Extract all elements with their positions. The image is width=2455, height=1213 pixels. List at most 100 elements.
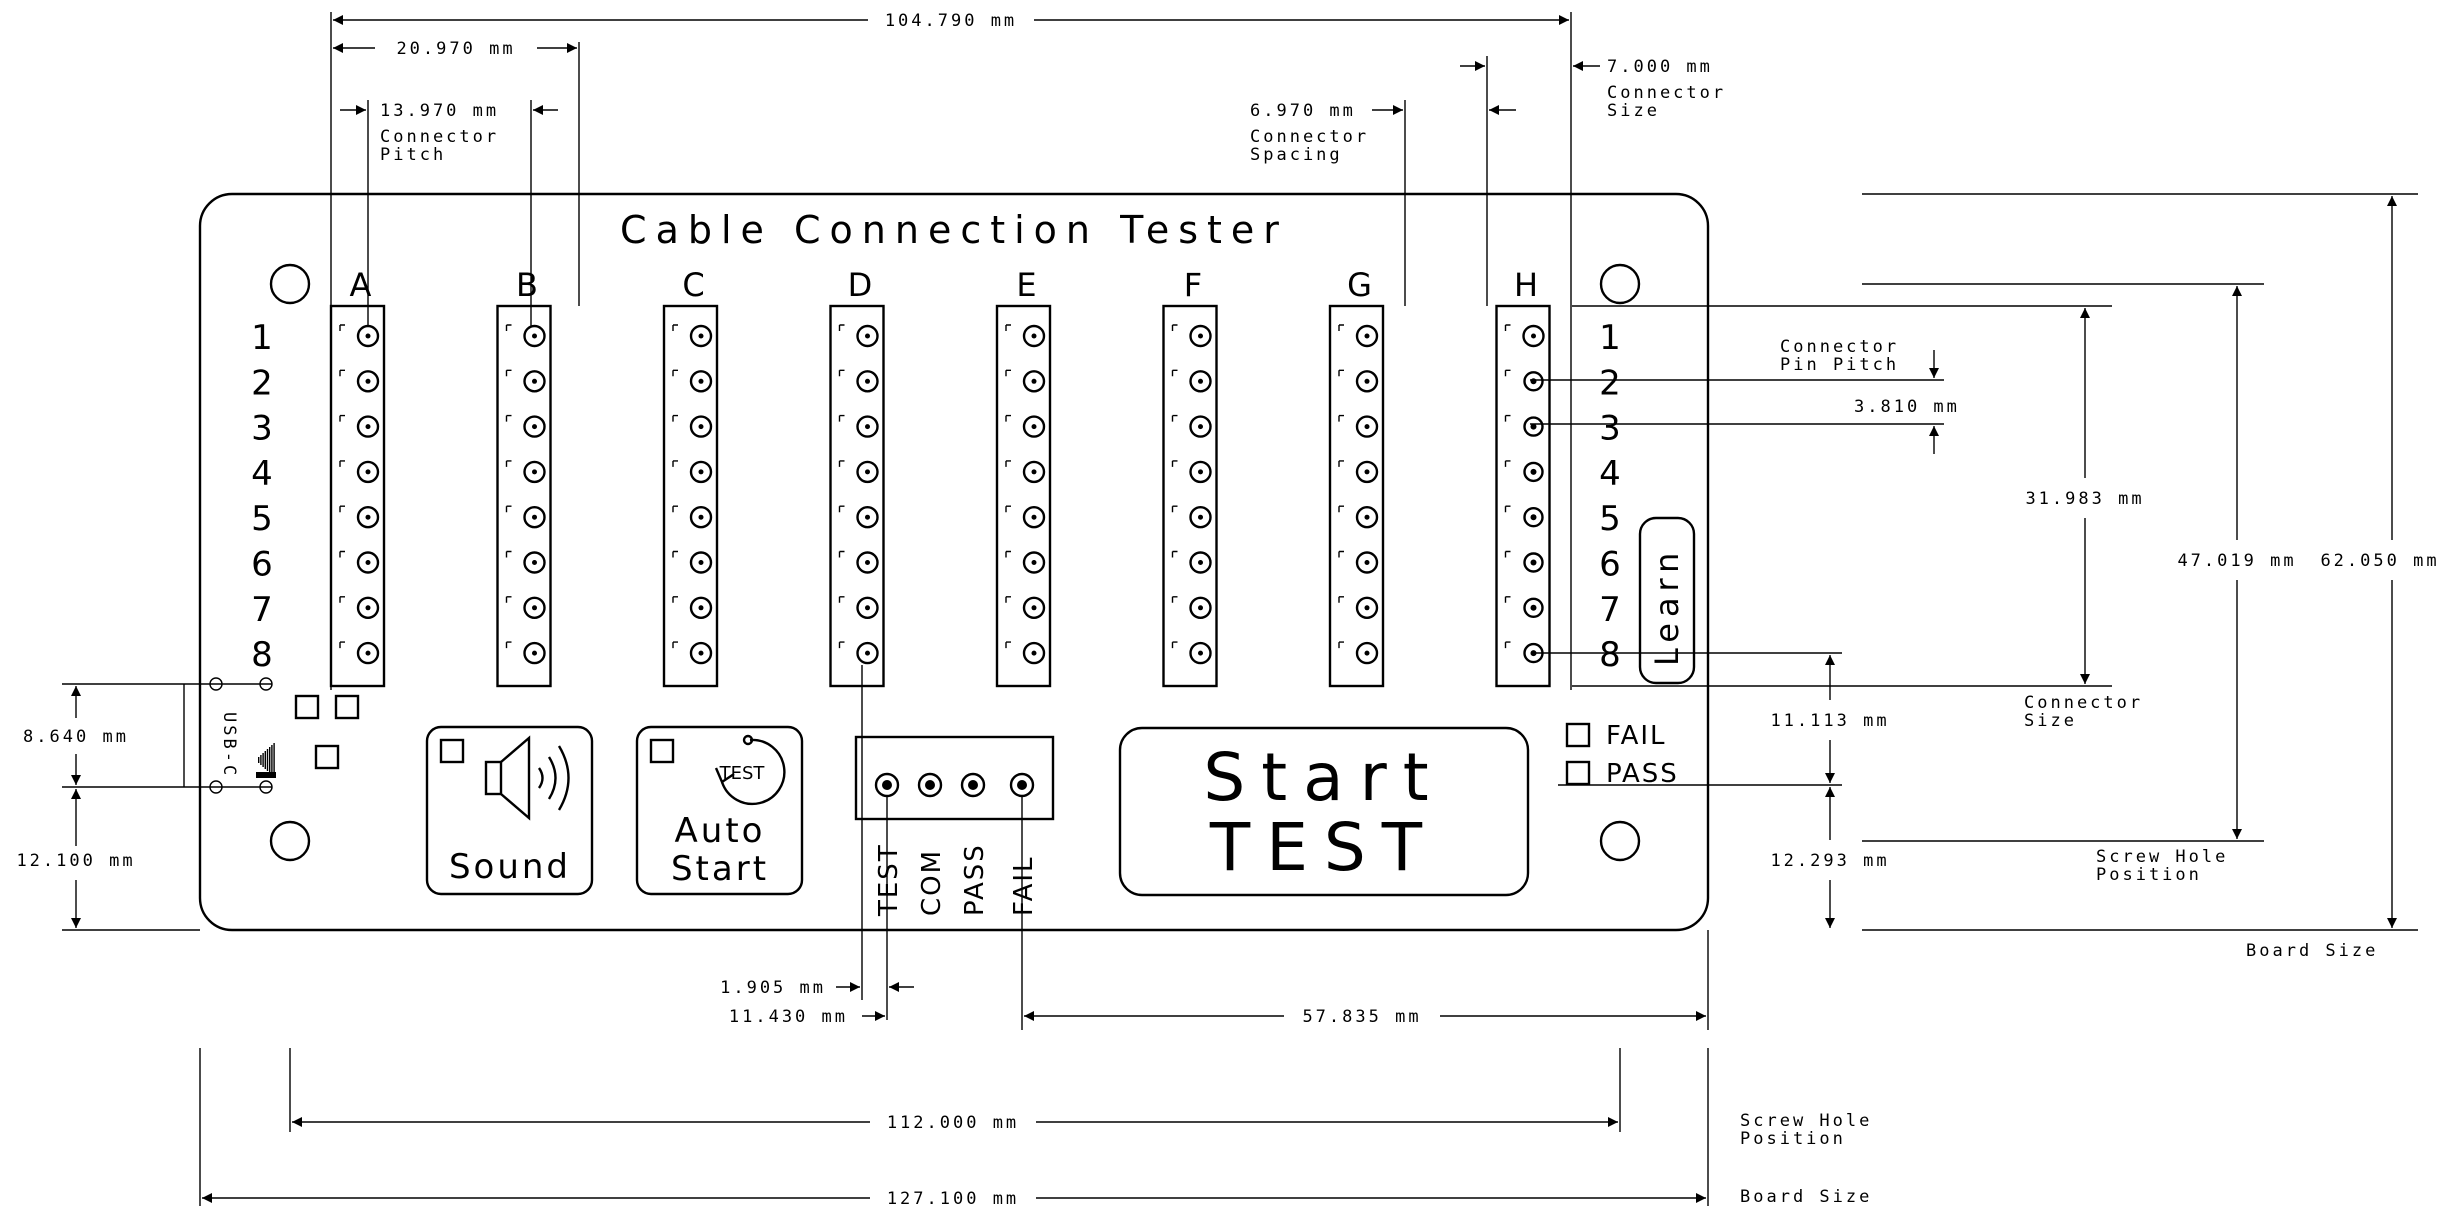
- dim-button-to-bottom: 12.293 mm: [1770, 851, 1889, 871]
- learn-button[interactable]: Learn: [1638, 516, 1696, 685]
- pin-hole: [1355, 641, 1379, 665]
- start-label-small: Start: [671, 849, 769, 889]
- pin-hole: [689, 370, 713, 393]
- dim-screw-horizontal-label-2: Position: [1740, 1129, 1846, 1149]
- dim-screw-vertical-label-1: Screw Hole: [2096, 847, 2228, 867]
- dim-connector-size-label-2: Size: [1607, 101, 1660, 121]
- dim-connector-height-label-1: Connector: [2024, 693, 2143, 713]
- pin-hole: [689, 506, 713, 529]
- pin-hole: [1189, 415, 1212, 438]
- pin-hole: [1355, 460, 1379, 484]
- pin-number-left: 2: [251, 363, 273, 403]
- pin-number-left: 8: [251, 635, 273, 675]
- restart-icon: [720, 738, 786, 806]
- pin-hole: [1189, 324, 1212, 348]
- output-header: TEST COM PASS FAIL: [854, 735, 1055, 917]
- dim-board-width-label: Board Size: [1740, 1187, 1872, 1207]
- auto-start-button[interactable]: TEST Auto Start: [635, 725, 804, 896]
- usb-c-connector: USB-C: [183, 677, 276, 794]
- pin-hole: [1189, 370, 1212, 393]
- pin-hole: [1523, 507, 1544, 528]
- pin-hole: [1022, 460, 1046, 484]
- pin-hole: [523, 641, 546, 665]
- dim-connector-pitch-label-2: Pitch: [380, 145, 446, 165]
- pin-hole: [856, 596, 879, 619]
- connector-label-d: D: [848, 266, 873, 304]
- pin-hole: [523, 415, 546, 438]
- dim-connector-pitch-label-1: Connector: [380, 127, 499, 147]
- pin-hole: [356, 551, 380, 574]
- pin-hole: [1022, 596, 1046, 619]
- screw-hole-bottom-right: [1599, 820, 1641, 862]
- pin-hole: [1022, 324, 1046, 348]
- pin-hole: [689, 551, 713, 574]
- connector-a: A: [329, 266, 386, 688]
- board-title: Cable Connection Tester: [620, 208, 1288, 252]
- pin-number-left: 7: [251, 590, 273, 630]
- pin-hole: [356, 415, 380, 438]
- dim-connector-spacing-label-2: Spacing: [1250, 145, 1343, 165]
- auto-icon-text: TEST: [719, 763, 766, 784]
- pin-hole: [1523, 461, 1544, 483]
- pin-hole: [1022, 551, 1046, 574]
- pin-hole: [356, 370, 380, 393]
- pin-hole: [856, 641, 879, 665]
- dim-screw-vertical-label-2: Position: [2096, 865, 2202, 885]
- pass-label: PASS: [1606, 759, 1679, 789]
- fail-label: FAIL: [1606, 721, 1667, 751]
- pin-hole: [1355, 596, 1379, 619]
- learn-label: Learn: [1648, 547, 1686, 666]
- dim-connector-spacing: 6.970 mm: [1250, 101, 1356, 121]
- pin-hole: [856, 551, 879, 574]
- connector-label-g: G: [1347, 266, 1372, 304]
- pin-hole: [1189, 460, 1212, 484]
- pin-hole: [1355, 506, 1379, 529]
- connector-f: F: [1162, 266, 1218, 688]
- dim-connector-pitch: 13.970 mm: [380, 101, 499, 121]
- sound-label: Sound: [449, 847, 571, 887]
- pin-hole: [856, 415, 879, 438]
- dim-screw-horizontal-label-1: Screw Hole: [1740, 1111, 1872, 1131]
- dim-overall-connectors: 104.790 mm: [885, 11, 1017, 31]
- dim-connector-size-label-1: Connector: [1607, 83, 1726, 103]
- connector-label-f: F: [1184, 266, 1202, 304]
- pin-number-right: 6: [1599, 545, 1621, 585]
- pin-hole: [689, 460, 713, 484]
- pin-number-right: 1: [1599, 318, 1621, 358]
- pin-hole: [689, 596, 713, 619]
- pass-led: [1565, 760, 1591, 786]
- pin-hole: [356, 641, 380, 665]
- dim-board-height: 62.050 mm: [2320, 551, 2439, 571]
- connector-e: E: [995, 266, 1052, 688]
- pin-number-left: 5: [251, 499, 273, 539]
- pin-hole: [1022, 415, 1046, 438]
- pin-hole: [356, 460, 380, 484]
- pin-hole: [856, 460, 879, 484]
- dim-board-width: 127.100 mm: [887, 1189, 1019, 1209]
- auto-label: Auto: [675, 811, 766, 851]
- pin-hole: [1523, 371, 1544, 392]
- output-pin-test: TEST: [874, 843, 904, 917]
- pin-hole: [1355, 415, 1379, 438]
- sound-button[interactable]: Sound: [425, 725, 594, 896]
- start-test-button[interactable]: Start TEST: [1118, 726, 1530, 897]
- pin-hole: [523, 370, 546, 393]
- pin-hole: [523, 460, 546, 484]
- dim-connector-spacing-label-1: Connector: [1250, 127, 1369, 147]
- pin-hole: [856, 324, 879, 348]
- dim-screw-vertical: 47.019 mm: [2177, 551, 2296, 571]
- pin-hole: [689, 641, 713, 665]
- connector-label-a: A: [350, 266, 372, 304]
- pin-hole: [1022, 370, 1046, 393]
- start-test-label-2: TEST: [1209, 809, 1438, 886]
- pin-hole: [1523, 597, 1544, 618]
- usb-c-label: USB-C: [219, 712, 239, 778]
- board-outline: [198, 192, 1710, 932]
- pin-hole: [523, 596, 546, 619]
- dim-pin-pitch-label-1: Connector: [1780, 337, 1899, 357]
- pin-hole: [856, 370, 879, 393]
- dim-output-pitch: 1.905 mm: [720, 978, 826, 998]
